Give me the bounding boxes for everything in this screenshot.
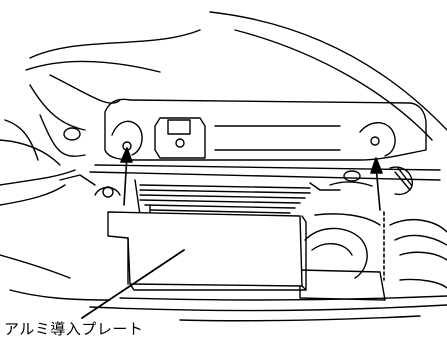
- install-arrows: [120, 147, 385, 281]
- callout-label: アルミ導入プレート: [4, 320, 144, 338]
- hood-outline: [25, 11, 447, 157]
- upper-bracket: [89, 98, 441, 181]
- right-components: [299, 166, 447, 301]
- lower-bumper: [89, 295, 447, 322]
- radiator-fins: [134, 179, 341, 219]
- callout-leader-line: [81, 249, 185, 319]
- aluminum-intake-plate: [107, 211, 307, 291]
- left-fender: [0, 119, 111, 301]
